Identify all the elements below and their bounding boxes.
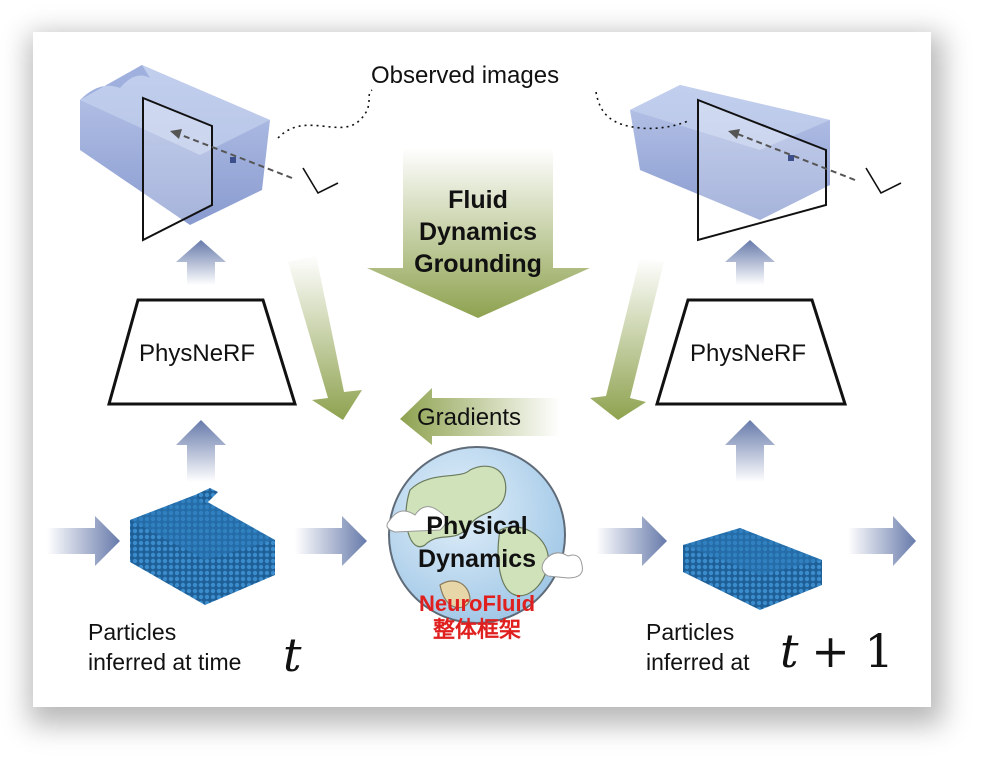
camera-ray-right [734,132,856,181]
observed-images-label: Observed images [371,62,560,89]
math-t-plus-1: t + 1 [780,624,894,678]
image-plane-right [697,98,827,242]
caption-right-line2: inferred at [646,649,750,675]
fluid-render-right [630,85,830,220]
caption-right: Particles inferred at [646,617,750,677]
caption-left-text: inferred at time [88,649,242,675]
up-arrow-left-top [176,240,226,285]
up-arrow-right-top [725,240,775,285]
up-arrow-right-bottom [725,420,775,482]
ray-arrowhead-right [728,129,740,139]
physnerf-label-left: PhysNeRF [139,340,256,367]
caption-right-line1: Particles [646,619,735,645]
brand-label: NeuroFluid 整体框架 [402,591,552,643]
caption-left-line1: Particles [88,619,177,645]
up-arrow-left-bottom [176,420,226,482]
brand-name: NeuroFluid [418,591,536,616]
physnerf-block-right [654,298,848,406]
caption-left: Particles inferred at time [88,617,241,677]
particles-left [130,488,275,605]
camera-ray-left [175,132,293,179]
time-arrow-4 [848,516,916,566]
grounding-line-1: Fluid [448,186,508,214]
grounding-line-2: Dynamics [418,218,538,246]
physnerf-block-left [107,298,298,406]
brand-subtitle: 整体框架 [432,617,521,642]
caption-left-line2: inferred at time [88,647,241,677]
particles-right [683,528,822,610]
math-t-left: t [283,628,302,682]
dotted-link-left [277,89,373,139]
physical-dynamics-label: Physical Dynamics [402,510,552,576]
grounding-arrow [367,148,590,318]
time-arrow-1 [47,516,120,566]
ray-arrowhead-left [170,129,182,139]
math-rest: + 1 [811,624,894,678]
grounding-line-3: Grounding [414,250,542,278]
math-var: t [780,624,799,678]
grounding-label: Fluid Dynamics Grounding [402,184,554,280]
physnerf-label-right: PhysNeRF [690,340,807,367]
eye-icon [865,167,902,195]
image-plane-left [142,96,213,242]
gradients-arrow [400,388,560,445]
gradients-label: Gradients [417,404,522,431]
eye-icon [302,167,339,195]
physical-line-2: Dynamics [417,545,537,573]
ray-point-left [230,157,236,163]
physical-line-1: Physical [426,512,528,540]
green-arrow-right [590,258,664,420]
green-arrow-left [288,255,362,420]
time-arrow-2 [295,516,367,566]
ray-point-right [788,155,794,161]
globe-icon [386,446,583,624]
time-arrow-3 [596,516,667,566]
